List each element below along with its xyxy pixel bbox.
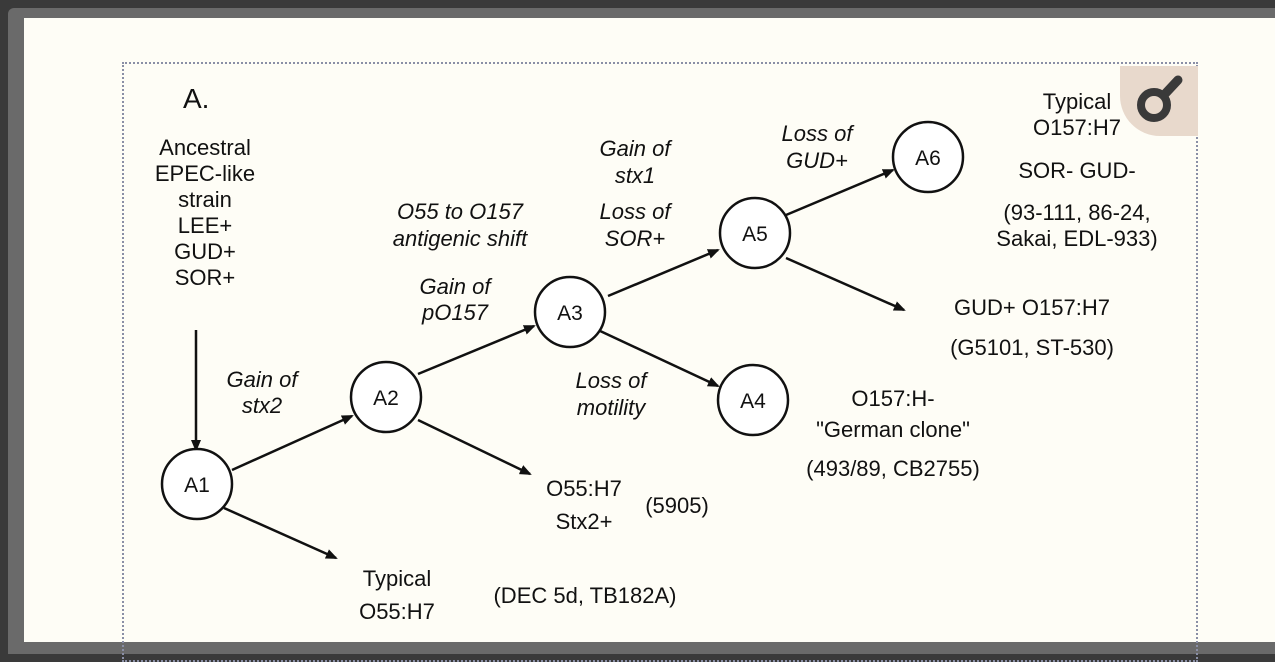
svg-text:A5: A5 [742, 223, 768, 246]
node-a2: A2 [349, 360, 423, 434]
svg-text:"German clone": "German clone" [816, 417, 970, 442]
ancestral-strain-label: Ancestral EPEC-like strain LEE+ GUD+ SOR… [155, 135, 255, 290]
svg-text:GUD+: GUD+ [786, 148, 848, 173]
edge-a3-a4 [597, 328, 720, 388]
svg-text:O157:H-: O157:H- [851, 386, 934, 411]
svg-text:O55:H7: O55:H7 [546, 476, 622, 501]
svg-text:stx1: stx1 [615, 163, 655, 188]
edge-a1-typical-o55 [223, 506, 338, 560]
edge-a1-a2 [231, 414, 354, 472]
edge-a3-a5 [607, 248, 720, 298]
event-a2-a3: Gain of pO157 [420, 274, 494, 325]
svg-text:stx2: stx2 [242, 393, 282, 418]
node-a3: A3 [533, 275, 607, 349]
figure-panel [24, 18, 1275, 642]
node-a1: A1 [160, 447, 234, 521]
svg-text:Loss of: Loss of [576, 368, 650, 393]
ancestral-line: strain [178, 187, 232, 212]
outcome-gud-o157: GUD+ O157:H7 (G5101, ST-530) [950, 295, 1114, 360]
event-antigenic-shift: O55 to O157 antigenic shift [393, 199, 528, 251]
event-a1-a2: Gain of stx2 [227, 367, 301, 418]
outcome-typical-o55: Typical O55:H7 (DEC 5d, TB182A) [359, 566, 676, 624]
ancestral-line: EPEC-like [155, 161, 255, 186]
svg-text:Gain of: Gain of [600, 136, 674, 161]
panel-label: A. [183, 83, 209, 114]
node-a5: A5 [718, 196, 792, 270]
svg-text:Loss of: Loss of [782, 121, 856, 146]
event-a3-a5: Gain of stx1 Loss of SOR+ [600, 136, 674, 251]
event-a5-a6: Loss of GUD+ [782, 121, 856, 173]
edge-a2-o55-stx2 [417, 418, 532, 476]
svg-text:O55:H7: O55:H7 [359, 599, 435, 624]
svg-text:A3: A3 [557, 302, 583, 325]
node-a4: A4 [716, 363, 790, 437]
magnifier-icon [1137, 75, 1183, 122]
svg-text:Typical: Typical [363, 566, 431, 591]
svg-text:GUD+ O157:H7: GUD+ O157:H7 [954, 295, 1110, 320]
edge-a5-a6 [785, 168, 895, 217]
ancestral-line: Ancestral [159, 135, 251, 160]
ancestral-line: LEE+ [178, 213, 232, 238]
zoom-button[interactable] [1120, 66, 1198, 136]
event-a3-a4: Loss of motility [576, 368, 650, 420]
svg-text:(493/89, CB2755): (493/89, CB2755) [806, 456, 980, 481]
svg-text:SOR+: SOR+ [605, 226, 666, 251]
outcome-o55-stx2-strain: (5905) [645, 493, 709, 518]
svg-text:Gain of: Gain of [420, 274, 494, 299]
svg-text:A6: A6 [915, 147, 941, 170]
svg-text:(93-111, 86-24,: (93-111, 86-24, [1003, 200, 1150, 225]
svg-text:Gain of: Gain of [227, 367, 301, 392]
svg-text:Typical: Typical [1043, 89, 1111, 114]
svg-text:A2: A2 [373, 387, 399, 410]
svg-text:antigenic shift: antigenic shift [393, 226, 528, 251]
ancestral-line: GUD+ [174, 239, 236, 264]
edges [191, 168, 906, 560]
outcome-german-clone: O157:H- "German clone" (493/89, CB2755) [806, 386, 980, 481]
node-a6: A6 [891, 120, 965, 194]
edge-a2-a3 [417, 324, 536, 376]
outcome-typical-o55-strain: (DEC 5d, TB182A) [493, 583, 676, 608]
svg-text:pO157: pO157 [421, 300, 489, 325]
svg-text:SOR- GUD-: SOR- GUD- [1018, 158, 1135, 183]
svg-text:O55 to O157: O55 to O157 [397, 199, 524, 224]
svg-text:(G5101, ST-530): (G5101, ST-530) [950, 335, 1114, 360]
svg-text:Sakai, EDL-933): Sakai, EDL-933) [996, 226, 1157, 251]
ancestral-line: SOR+ [175, 265, 236, 290]
svg-text:motility: motility [577, 395, 647, 420]
edge-a5-gud-o157 [785, 256, 906, 312]
svg-text:A1: A1 [184, 474, 210, 497]
svg-text:Stx2+: Stx2+ [556, 509, 613, 534]
svg-text:Loss of: Loss of [600, 199, 674, 224]
outcome-typical-o157: Typical O157:H7 SOR- GUD- (93-111, 86-24… [996, 89, 1157, 251]
svg-text:O157:H7: O157:H7 [1033, 115, 1121, 140]
outcome-o55-stx2: O55:H7 Stx2+ (5905) [546, 476, 709, 534]
svg-text:A4: A4 [740, 390, 766, 413]
